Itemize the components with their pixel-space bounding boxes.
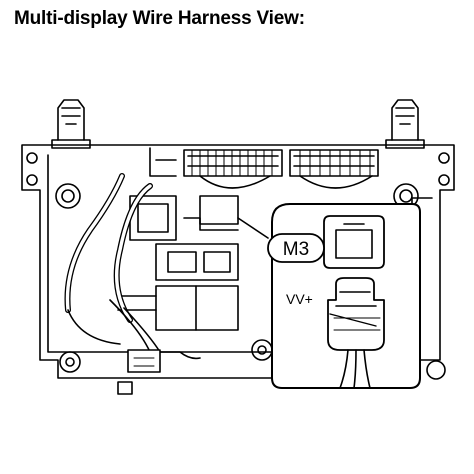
m3-connector-side <box>327 277 385 389</box>
vv-plus-label: VV+ <box>286 291 313 307</box>
mount-hole-left-2 <box>26 174 38 186</box>
lower-harness-bundle <box>109 299 201 395</box>
mount-hole-right-2 <box>438 174 450 186</box>
mount-boss-left <box>55 183 81 209</box>
top-connector-left <box>183 149 283 189</box>
m3-connector-body <box>199 195 239 225</box>
mount-hole-right-1 <box>438 152 450 164</box>
callout-leader <box>237 217 269 239</box>
page-title: Multi-display Wire Harness View: <box>14 8 305 29</box>
mount-boss-bottom-left <box>59 351 81 373</box>
center-block-lower <box>155 285 239 331</box>
m3-callout-bubble: M3 <box>267 233 325 263</box>
mount-hole-left-1 <box>26 152 38 164</box>
center-block-middle <box>155 243 239 281</box>
m3-label: M3 <box>283 239 309 260</box>
right-clip <box>385 99 425 149</box>
wire-harness-left <box>64 173 153 345</box>
center-block-upper <box>129 195 177 241</box>
left-clip <box>51 99 91 149</box>
mount-boss-bottom-far-right <box>426 360 446 380</box>
m3-connector-face <box>323 215 385 269</box>
mount-boss-bottom-right <box>251 339 273 361</box>
top-connector-right <box>289 149 379 189</box>
